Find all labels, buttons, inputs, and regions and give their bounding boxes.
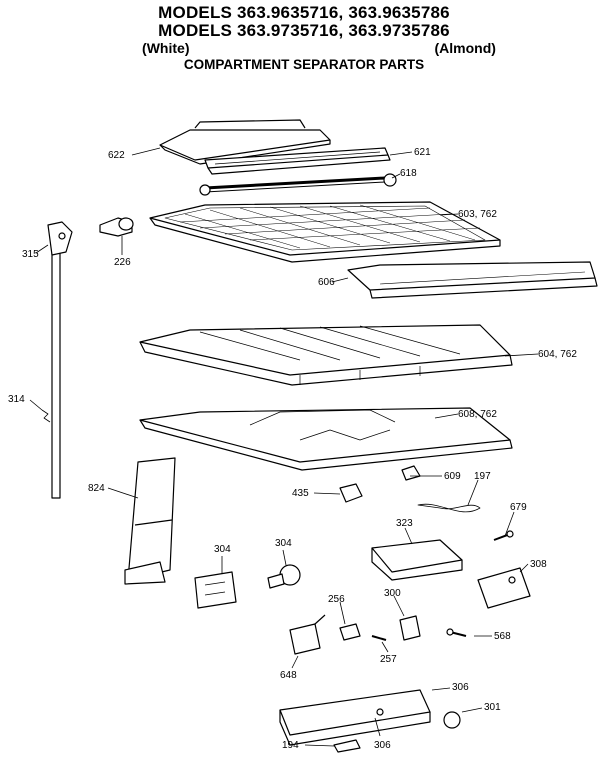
color-legend: (White) (Almond) — [0, 40, 608, 56]
part-194-insulation — [333, 739, 361, 753]
label-314: 314 — [8, 394, 25, 405]
label-608: 608, 762 — [458, 409, 497, 420]
label-315: 315 — [22, 249, 39, 260]
part-679-screw — [493, 530, 514, 541]
part-304-knob — [267, 564, 301, 589]
part-604-separator — [139, 324, 513, 386]
label-197: 197 — [474, 471, 491, 482]
label-226: 226 — [114, 257, 131, 268]
part-256-connector — [339, 623, 361, 641]
label-606: 606 — [318, 277, 335, 288]
part-824-bracket — [124, 457, 176, 585]
label-679: 679 — [510, 502, 527, 513]
label-824: 824 — [88, 483, 105, 494]
label-256: 256 — [328, 594, 345, 605]
label-435: 435 — [292, 488, 309, 499]
label-304-right: 304 — [275, 538, 292, 549]
part-314-rod — [41, 221, 73, 499]
part-labels: 622 621 618 603, 762 315 226 606 604, 76… — [8, 147, 577, 751]
part-435-clip — [339, 483, 363, 503]
diagram-subtitle: COMPARTMENT SEPARATOR PARTS — [183, 57, 425, 72]
label-618: 618 — [400, 168, 417, 179]
part-606-cover — [347, 261, 598, 299]
label-603: 603, 762 — [458, 209, 497, 220]
part-257-screw — [371, 635, 387, 641]
part-301-knob — [443, 711, 461, 729]
part-568-screw — [446, 628, 467, 637]
part-603-grid-shelf — [149, 201, 501, 263]
part-608-separator — [139, 407, 513, 471]
label-604: 604, 762 — [538, 349, 577, 360]
label-306-top: 306 — [452, 682, 469, 693]
models-line-1: MODELS 363.9635716, 363.9635786 — [158, 3, 450, 22]
color-almond-label: (Almond) — [434, 40, 496, 56]
label-308: 308 — [530, 559, 547, 570]
part-226-knob — [99, 217, 134, 237]
label-304-left: 304 — [214, 544, 231, 555]
part-304-box — [194, 571, 237, 609]
label-194: 194 — [282, 740, 299, 751]
label-621: 621 — [414, 147, 431, 158]
label-301: 301 — [484, 702, 501, 713]
part-618-rod — [199, 173, 397, 196]
part-197-wire — [417, 503, 481, 513]
color-white-label: (White) — [142, 40, 190, 56]
part-622-cover — [159, 119, 331, 165]
part-648-motor — [289, 614, 326, 655]
label-323: 323 — [396, 518, 413, 529]
part-306-housing — [279, 689, 431, 746]
leader-lines — [29, 147, 539, 747]
label-622: 622 — [108, 150, 125, 161]
part-308-bracket — [477, 567, 531, 609]
label-648: 648 — [280, 670, 297, 681]
models-line-2: MODELS 363.9735716, 363.9735786 — [158, 21, 450, 40]
part-300-switch — [399, 615, 421, 641]
part-621-strip — [204, 147, 391, 175]
label-306-bottom: 306 — [374, 740, 391, 751]
diagram-title-block: MODELS 363.9635716, 363.9635786 MODELS 3… — [0, 4, 608, 73]
label-300: 300 — [384, 588, 401, 599]
label-609: 609 — [444, 471, 461, 482]
label-568: 568 — [494, 631, 511, 642]
part-609-clip — [401, 465, 421, 481]
part-323-housing — [371, 539, 463, 581]
label-257: 257 — [380, 654, 397, 665]
